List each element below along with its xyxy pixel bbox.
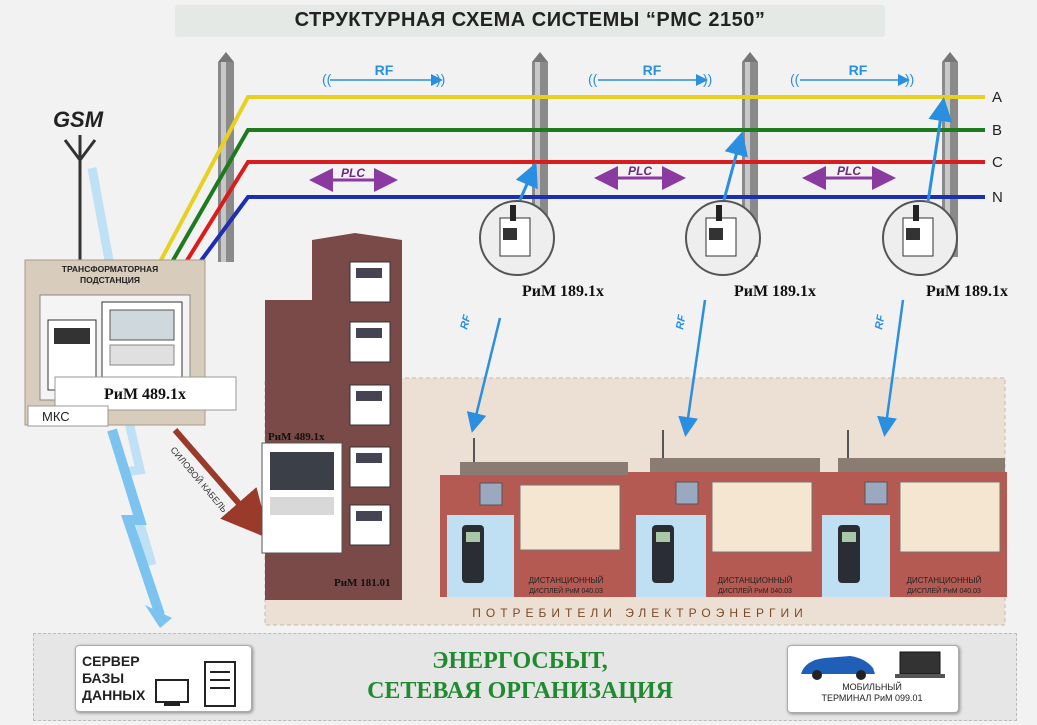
consumers-label: ПОТРЕБИТЕЛИ ЭЛЕКТРОЭНЕРГИИ [472,606,808,620]
rf-down-arrow-3 [877,299,905,437]
plc-label: PLC [628,164,652,178]
gsm-downlink-bolt-icon [107,428,165,617]
plc-label: PLC [837,164,861,178]
display-2-label-2: ДИСПЛЕЙ РиМ 040.03 [718,586,792,595]
database-server-label: СЕРВЕР БАЗЫ ДАННЫХ [82,653,182,704]
substation-label-1: ТРАНСФОРМАТОРНАЯ [62,264,158,274]
rf-label: RF [375,62,394,78]
phase-label-b: B [992,122,1002,139]
energo-label: ЭНЕРГОСБЫТ, СЕТЕВАЯ ОРГАНИЗАЦИЯ [300,646,740,706]
server-label-1: СЕРВЕР БАЗЫ [82,653,140,686]
pole-meter-2-label: РиМ 189.1x [734,283,816,300]
gsm-label: GSM [53,107,104,132]
pole-meter-2-icon [685,200,761,276]
gsm-antenna-icon [63,135,97,262]
energo-line-2: СЕТЕВАЯ ОРГАНИЗАЦИЯ [367,678,673,704]
phase-label-a: A [992,89,1002,106]
energo-line-1: ЭНЕРГОСБЫТ, [432,648,608,674]
wire-phase-a [158,95,985,263]
rf-label: RF [849,62,868,78]
substation-meter-label: РиМ 489.1x [104,386,186,403]
svg-text:)): )) [703,71,712,87]
rf-down-arrow-1 [466,317,502,433]
meter-1-uplink-arrow [515,162,538,201]
display-2-label-1: ДИСТАНЦИОННЫЙ [718,576,793,585]
building-main-meter-icon [261,442,343,554]
plc-link-1: PLC [309,166,398,192]
house-2 [628,430,820,597]
mobile-label-1: МОБИЛЬНЫЙ [842,682,902,692]
building-meter-bottom-label: РиМ 181.01 [334,577,390,589]
svg-text:)): )) [905,71,914,87]
mks-label: МКС [42,409,70,424]
rf-label: RF [873,314,887,331]
power-cable-arrow [172,428,270,540]
rf-label: RF [458,313,473,331]
building-meter-top-label: РиМ 489.1x [268,431,325,443]
pole-meter-1-label: РиМ 189.1x [522,283,604,300]
substation-meter-label-box [54,376,237,411]
rf-label: RF [643,62,662,78]
plc-link-3: PLC [802,164,896,190]
rf-down-arrow-2 [678,299,707,437]
meter-2-uplink-arrow [722,131,748,201]
mks-box [27,405,109,427]
rf-link-3: (( )) RF [790,62,914,87]
mobile-label-2: ТЕРМИНАЛ РиМ 099.01 [821,693,923,703]
wire-phase-b [170,128,985,263]
house-1 [440,438,630,597]
pole-meter-3-label: РиМ 189.1x [926,283,1008,300]
pole-1 [218,52,234,262]
rf-link-2: (( )) RF [588,62,712,87]
display-3-label-1: ДИСТАНЦИОННЫЙ [907,576,982,585]
title-band [175,5,885,37]
server-computer-icon [155,661,236,707]
wire-phase-n [198,195,985,264]
diagram-title: СТРУКТУРНАЯ СХЕМА СИСТЕМЫ “PMC 2150” [294,9,766,31]
server-label-2: ДАННЫХ [82,687,146,703]
plc-label: PLC [341,166,365,180]
svg-text:((: (( [588,71,598,87]
phase-label-c: C [992,154,1003,171]
wire-phase-c [184,160,985,264]
pole-meter-3-icon [882,200,958,276]
display-3-label-2: ДИСПЛЕЙ РиМ 040.03 [907,586,981,595]
pole-meter-1-icon [479,200,555,276]
svg-text:)): )) [436,71,445,87]
rf-link-1: (( )) RF [322,62,445,87]
display-1-label-2: ДИСПЛЕЙ РиМ 040.03 [529,586,603,595]
display-1-label-1: ДИСТАНЦИОННЫЙ [529,576,604,585]
svg-text:((: (( [322,71,332,87]
plc-link-2: PLC [594,164,686,190]
substation-label-2: ПОДСТАНЦИЯ [80,275,140,285]
mobile-terminal-icon [801,651,945,680]
mobile-terminal-label: МОБИЛЬНЫЙ ТЕРМИНАЛ РиМ 099.01 [792,682,952,704]
meter-3-uplink-arrow [926,97,953,203]
rf-label: RF [674,314,688,331]
svg-text:((: (( [790,71,800,87]
phase-label-n: N [992,189,1003,206]
house-3 [815,430,1007,597]
